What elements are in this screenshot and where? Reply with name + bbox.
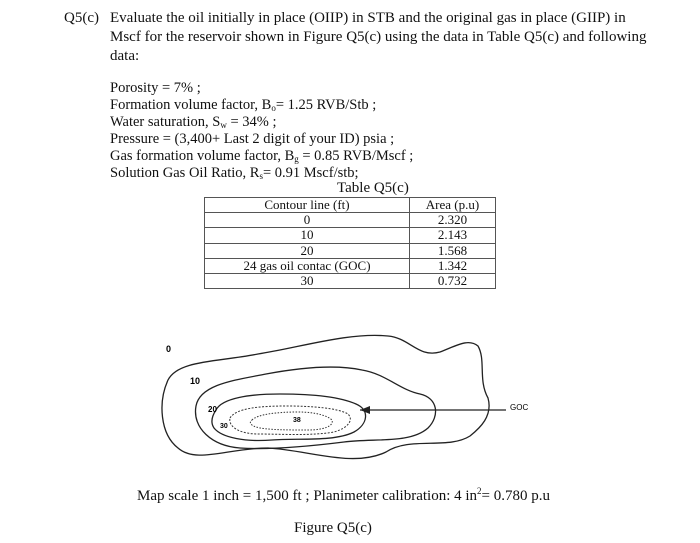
contour-30 [249,411,333,431]
figure-caption: Figure Q5(c) [294,520,372,536]
label-10: 10 [190,376,200,386]
porosity-text: Porosity = 7% ; [110,80,201,96]
goc-arrowhead [360,406,370,414]
label-38: 38 [293,417,301,424]
cell-contour: 0 [204,211,410,229]
label-20: 20 [208,405,217,414]
cell-contour: 30 [204,273,410,290]
cell-area: 1.342 [409,257,496,275]
question-label: Q5(c) [64,10,99,26]
gas-fvf-text: Gas formation volume factor, Bg = 0.85 R… [110,148,414,164]
solution-gor-text: Solution Gas Oil Ratio, Rs= 0.91 Mscf/st… [110,165,359,181]
label-30: 30 [220,423,228,430]
contour-area-table: Contour line (ft) Area (p.u) 0 2.320 10 … [204,197,496,290]
fvf-text: Formation volume factor, Bo= 1.25 RVB/St… [110,97,377,113]
table-row: 24 gas oil contac (GOC) 1.342 [204,257,496,275]
table-row: 30 0.732 [204,273,496,290]
cell-area: 0.732 [409,273,496,290]
contour-20 [211,393,367,442]
contour-10 [194,366,437,450]
cell-area: 2.320 [409,211,496,229]
table-caption: Table Q5(c) [337,180,409,196]
pressure-text: Pressure = (3,400+ Last 2 digit of your … [110,131,395,147]
label-0: 0 [166,344,171,354]
cell-contour: 10 [204,227,410,244]
table-row: 0 2.320 [204,211,496,229]
cell-area: 2.143 [409,227,496,244]
table-row: 20 1.568 [204,242,496,259]
question-line-3: data: [110,48,140,64]
cell-contour: 24 gas oil contac (GOC) [204,257,410,275]
map-scale-caption: Map scale 1 inch = 1,500 ft ; Planimeter… [137,486,551,504]
table-row: 10 2.143 [204,227,496,244]
contour-map: 0 10 20 30 38 GOC [161,334,528,460]
contour-goc [229,405,351,435]
label-goc: GOC [510,403,528,412]
question-line-2: Mscf for the reservoir shown in Figure Q… [110,29,647,45]
contour-0 [161,334,490,460]
cell-area: 1.568 [409,242,496,259]
question-line-1: Evaluate the oil initially in place (OII… [110,10,626,26]
table-header-row: Contour line (ft) Area (p.u) [204,197,496,213]
header-contour: Contour line (ft) [204,197,410,213]
header-area: Area (p.u) [409,197,496,213]
water-saturation-text: Water saturation, Sw = 34% ; [110,114,277,130]
cell-contour: 20 [204,242,410,259]
